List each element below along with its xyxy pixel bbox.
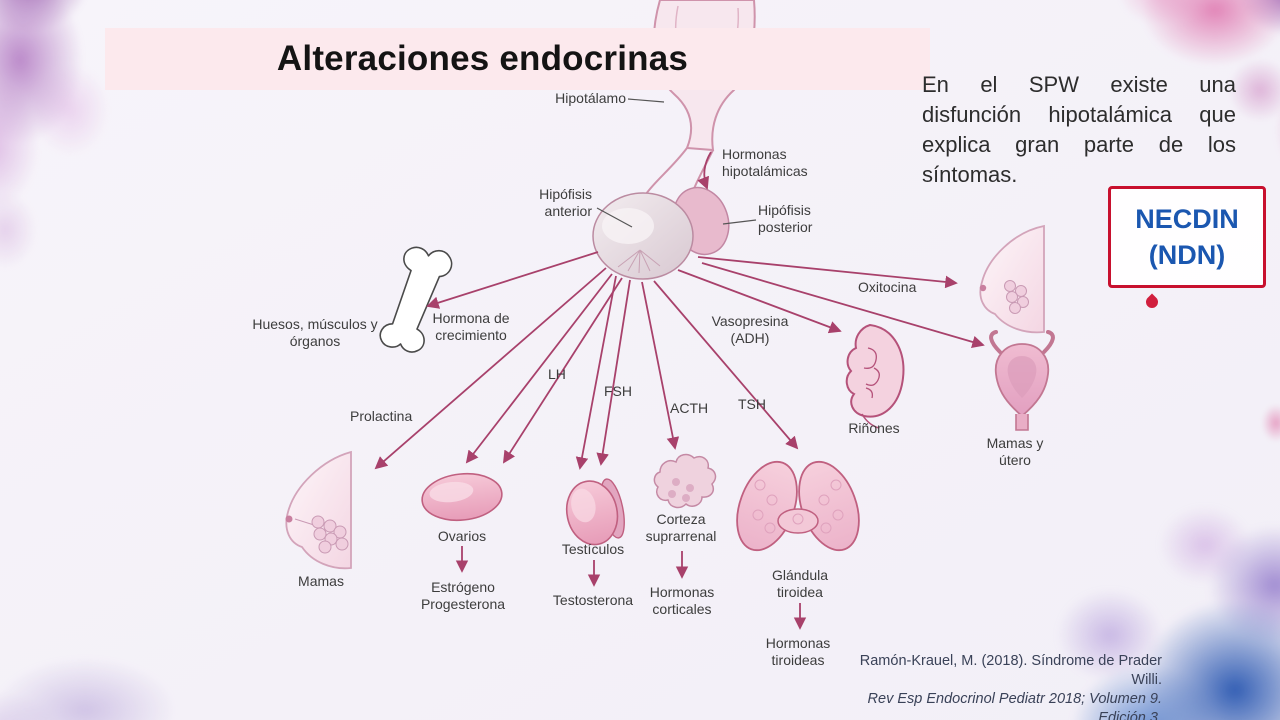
ovary-illustration [421,472,503,522]
bone-icon [379,246,453,353]
testis-illustration [565,478,625,546]
label-corteza-suprarrenal: Corteza suprarrenal [645,511,717,545]
label-rinones: Riñones [848,420,900,436]
label-testiculos: Testículos [561,541,625,557]
label-mamas: Mamas [298,573,344,589]
label-testosterona: Testosterona [552,592,634,608]
citation-line-2: Rev Esp Endocrinol Pediatr 2018; Volumen… [867,691,1162,708]
uterus-illustration [989,330,1055,431]
label-huesos-musculos: Huesos, músculos y órganos [252,316,378,350]
label-hipotalamo: Hipotálamo [555,90,626,106]
thyroid-illustration [736,460,860,552]
label-pointer-lines [596,98,757,228]
label-vasopresina: Vasopresina (ADH) [711,313,789,347]
necdin-callout-box: NECDIN (NDN) [1108,186,1266,288]
label-hormonas-hipotalamicas: Hormonas hipotalámicas [722,146,808,180]
label-hormona-crecimiento: Hormona de crecimiento [432,310,510,344]
citation-line-1: Ramón-Krauel, M. (2018). Síndrome de Pra… [859,653,1162,689]
label-oxitocina: Oxitocina [858,279,917,295]
necdin-gene-symbol: (NDN) [1148,240,1226,270]
label-acth: ACTH [670,400,709,416]
breast-left-illustration [285,450,352,570]
label-hipofisis-posterior: Hipófisis posterior [758,202,813,236]
label-hormonas-corticales: Hormonas corticales [649,584,715,618]
kidney-illustration [845,323,905,429]
label-lh: LH [548,366,566,382]
label-prolactina: Prolactina [350,408,413,424]
necdin-gene-name: NECDIN [1135,203,1239,234]
label-glandula-tiroidea: Glándula tiroidea [771,567,829,601]
citation: Ramón-Krauel, M. (2018). Síndrome de Pra… [842,652,1162,720]
citation-line-3: Edición 3. [1098,710,1162,720]
breast-right-illustration [979,224,1045,334]
label-hipofisis-anterior: Hipófisis anterior [539,186,592,220]
label-fsh: FSH [604,383,632,399]
title-banner: Alteraciones endocrinas [105,28,930,90]
spw-note-text: En el SPW existe una disfunción hipotalá… [922,72,1236,187]
label-mamas-utero: Mamas y útero [986,435,1044,469]
label-estrogeno-progesterona: Estrógeno Progesterona [420,579,506,613]
pituitary-illustration [592,147,730,280]
label-ovarios: Ovarios [437,528,487,544]
label-tsh: TSH [738,396,766,412]
hormone-arrows [374,151,985,630]
label-hormonas-tiroideas: Hormonas tiroideas [765,635,831,669]
adrenal-illustration [653,453,717,509]
page-title: Alteraciones endocrinas [276,39,689,78]
